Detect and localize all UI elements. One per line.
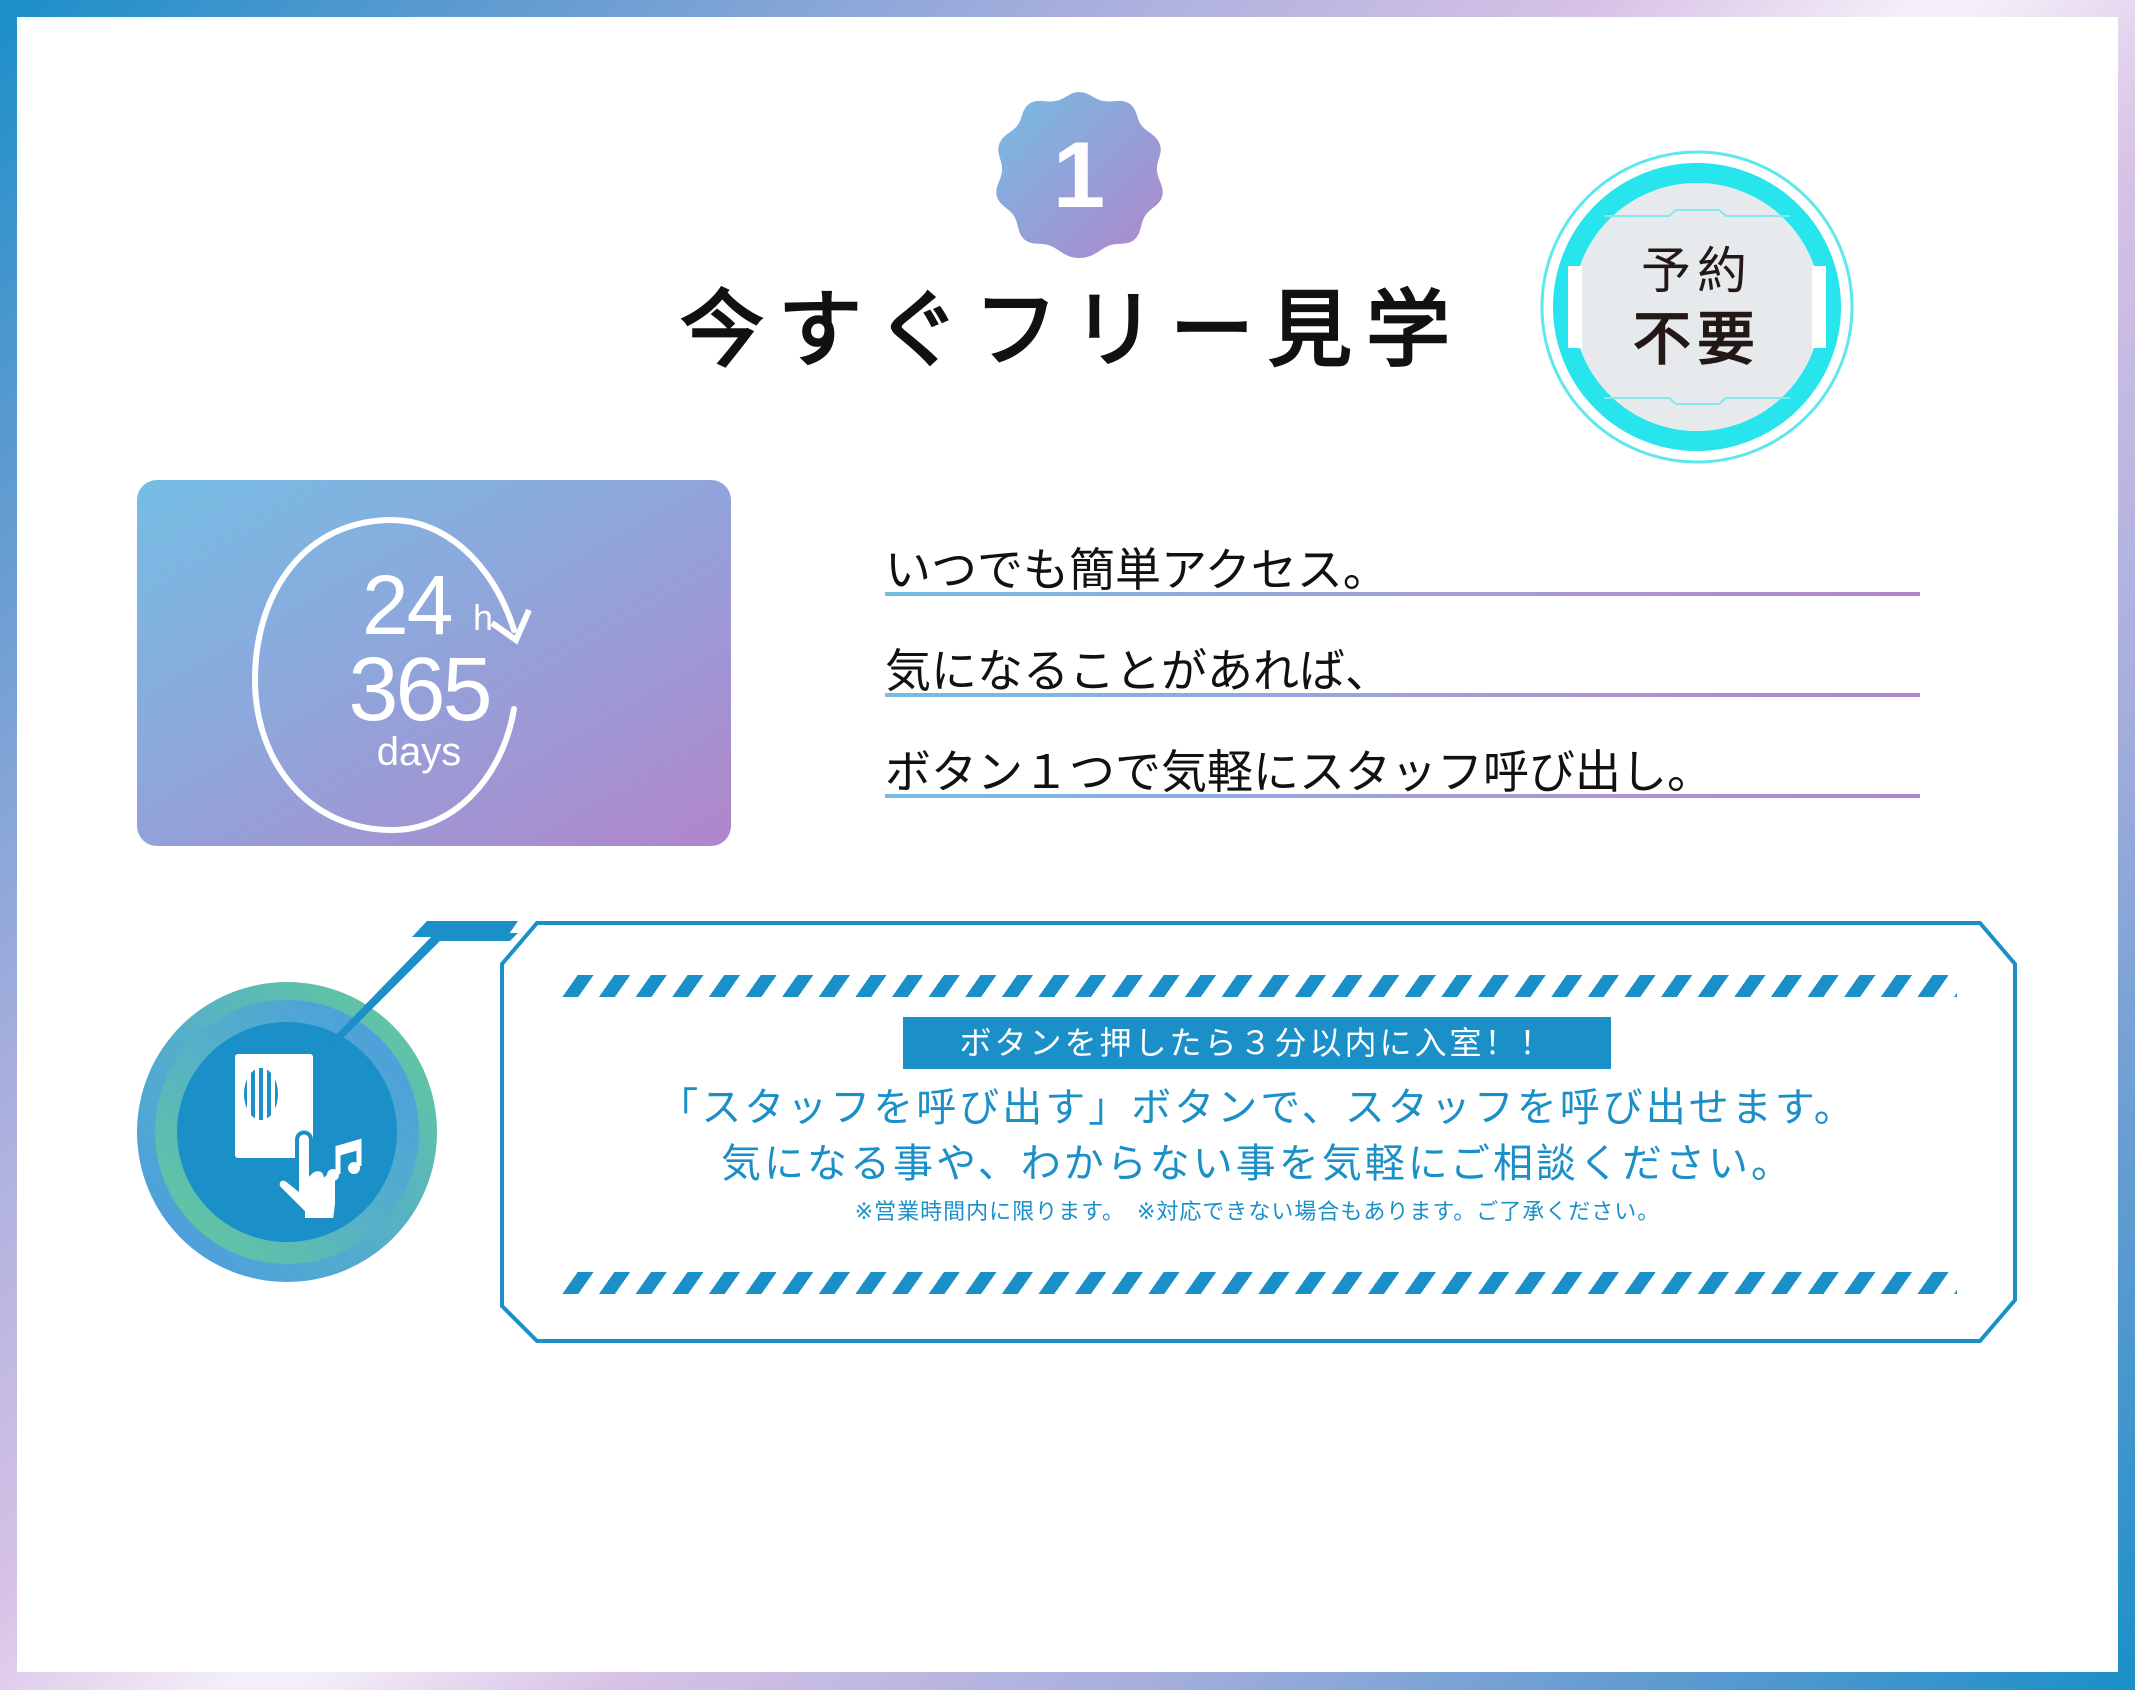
stripe-decoration-top — [557, 975, 1957, 997]
stamp-line-1: 予約 — [1641, 242, 1753, 300]
staff-call-panel: ボタンを押したら３分以内に入室！！ 「スタッフを呼び出す」ボタンで、スタッフを呼… — [495, 918, 2020, 1346]
availability-card: 24 h 365 days — [137, 480, 731, 846]
step-number-badge: 1 — [990, 86, 1168, 264]
days-label: days — [376, 730, 462, 774]
call-message-line-2: 気になる事や、わからない事を気軽にご相談ください。 — [721, 1141, 1794, 1187]
feature-text: ボタン１つで気軽にスタッフ呼び出し。 — [885, 745, 1713, 799]
feature-underline — [885, 693, 1920, 697]
entry-time-badge: ボタンを押したら３分以内に入室！！ — [903, 1017, 1611, 1069]
feature-item: 気になることがあれば、 — [885, 621, 1920, 722]
page-title: 今すぐフリー見学 — [680, 281, 1465, 379]
feature-text: いつでも簡単アクセス。 — [885, 543, 1389, 597]
cycle-arrow-icon — [251, 516, 532, 834]
stamp-ring-icon — [1540, 150, 1854, 464]
feature-underline — [885, 794, 1920, 798]
staff-call-icon — [137, 982, 437, 1282]
connector-line — [328, 921, 518, 1043]
step-number: 1 — [1052, 122, 1106, 227]
feature-text: 気になることがあれば、 — [885, 644, 1391, 698]
feature-item: ボタン１つで気軽にスタッフ呼び出し。 — [885, 722, 1920, 823]
hours-unit: h — [473, 597, 494, 638]
intercom-press-button-icon — [137, 982, 437, 1282]
call-message-line-1: 「スタッフを呼び出す」ボタンで、スタッフを呼び出せます。 — [658, 1085, 1857, 1131]
stamp-line-2: 不要 — [1632, 305, 1761, 373]
feature-list: いつでも簡単アクセス。 気になることがあれば、 ボタン１つで気軽にスタッフ呼び出… — [885, 520, 1920, 823]
days-count: 365 — [348, 640, 492, 740]
no-reservation-stamp: 予約 不要 — [1538, 148, 1856, 466]
feature-item: いつでも簡単アクセス。 — [885, 520, 1920, 621]
call-note: ※営業時間内に限ります。 ※対応できない場合もあります。ご了承ください。 — [854, 1200, 1661, 1225]
hours-value: 24 — [362, 558, 453, 652]
panel-border — [500, 921, 2017, 1343]
scalloped-badge-icon — [996, 92, 1163, 258]
feature-underline — [885, 592, 1920, 596]
stripe-decoration-bottom — [557, 1272, 1957, 1294]
